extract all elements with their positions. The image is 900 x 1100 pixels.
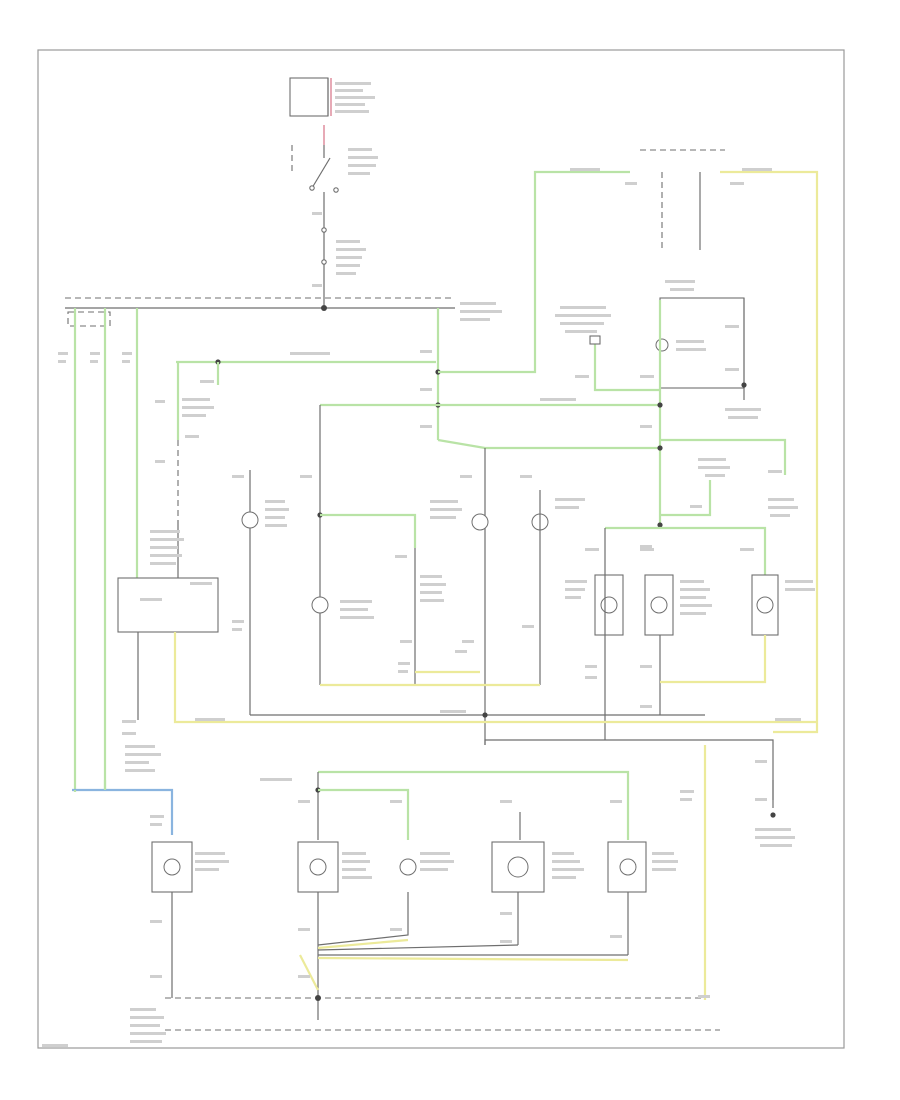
left-ground-harness [72,780,174,835]
bulb-icon [650,596,668,614]
bulb-icon [163,858,181,876]
bulb-icon [399,858,417,876]
splice [482,712,488,718]
bulb-icon [619,858,637,876]
right-feed [605,300,798,575]
lamp-bank-lower [130,770,720,1043]
ground-splice [315,995,321,1001]
splice [657,402,663,408]
diagram-border [37,49,845,1049]
dimmer-switch [291,125,378,193]
instrument-cluster-module [117,577,475,772]
lamp-bank-right [484,528,815,800]
cluster-feed [150,359,436,578]
bulb-icon [600,596,618,614]
splice [657,445,663,451]
bulb-icon [309,858,327,876]
bus-splice [321,305,327,311]
antitheft-module [555,306,660,392]
connector-group-left [58,308,139,790]
bulb-icon [471,513,489,531]
bus-bar [65,297,502,321]
corner-code [42,1044,68,1047]
ignition-switch [289,77,375,117]
bulb-icon [507,856,529,878]
lower-wiring [195,710,817,1000]
ext-lamps-module [655,280,761,419]
splice [657,522,663,528]
main-feed-branch [290,168,660,450]
bulb-icon [756,596,774,614]
splice [741,382,747,388]
bulb-icon [311,596,329,614]
lamp-bank-upper [232,405,585,745]
ground-splice [770,812,776,818]
dimmer-output-wire [312,192,366,305]
bulb-icon [241,511,259,529]
relay-module-top-right [625,149,819,734]
